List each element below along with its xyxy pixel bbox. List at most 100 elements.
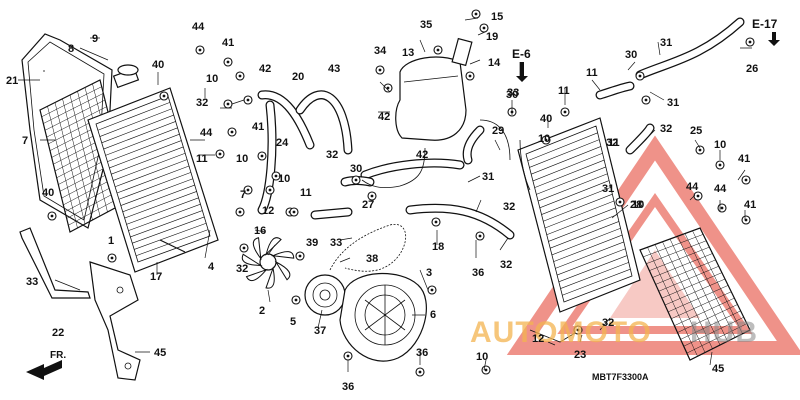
callout-8: 8	[68, 43, 74, 55]
callout-14: 14	[488, 57, 501, 69]
radiator-fin	[551, 227, 621, 256]
callout-18: 32	[503, 201, 515, 213]
callout-42: 42	[378, 111, 390, 123]
bolt-center	[50, 214, 54, 218]
bolt-center	[354, 178, 358, 182]
section-ref-label: E-17	[752, 17, 778, 31]
radiator-fin	[99, 108, 172, 137]
radiator-fin	[130, 210, 203, 238]
radiator-fin	[539, 180, 610, 209]
bolt-center	[698, 148, 702, 152]
radiator-fin	[107, 133, 180, 162]
bolt-center	[474, 12, 478, 16]
bolt-center	[238, 210, 242, 214]
callout-13: 13	[402, 47, 414, 59]
callout-labels: 15 35 19 44 9 8 21 41 40 10 42 20 43 34 …	[6, 11, 758, 393]
callout-34: 34	[374, 45, 387, 57]
callout-32: 36	[472, 267, 484, 279]
fan-shroud	[339, 273, 427, 362]
bolt-center	[238, 74, 242, 78]
reserve-tank	[395, 37, 473, 141]
direction-label: FR.	[50, 350, 66, 361]
grille-mesh-line	[647, 247, 698, 357]
callout-42: 42	[416, 149, 428, 161]
bolt-center	[292, 210, 296, 214]
fasteners	[47, 9, 755, 377]
left-radiator	[87, 64, 219, 273]
callout-41: 41	[222, 37, 234, 49]
callout-30: 11	[586, 67, 598, 79]
radiator-fin	[135, 229, 209, 257]
callout-30: 11	[300, 187, 312, 199]
grille-mesh-line	[677, 236, 728, 342]
bolt-center	[260, 154, 264, 158]
radiator-fin	[134, 222, 207, 250]
callout-42: 42	[259, 63, 271, 75]
radiator-fin	[529, 139, 600, 168]
bolt-center	[386, 86, 390, 90]
radiator-fin	[124, 191, 197, 219]
radiator-fin	[543, 193, 613, 222]
bolt-center	[218, 152, 222, 156]
grille-mesh-line	[692, 230, 743, 334]
bolt-center	[544, 138, 548, 142]
fan-blade	[271, 251, 295, 259]
bolt-center	[346, 354, 350, 358]
bolt-center	[274, 174, 278, 178]
callout-26: 31	[660, 37, 672, 49]
callout-16: 45	[154, 347, 166, 359]
radiator-fin	[103, 121, 176, 150]
callout-9: 9	[92, 33, 98, 45]
bolt-center	[110, 256, 114, 260]
callout-36: 36	[416, 347, 428, 359]
bolt-center	[418, 370, 422, 374]
grille-mesh-line	[77, 91, 108, 213]
callout-4: 18	[432, 241, 444, 253]
watermark-text: AUTOMOTO HUB	[470, 316, 757, 349]
callout-10: 10	[206, 73, 218, 85]
grille-mesh-line	[662, 241, 713, 349]
front-direction-arrow: FR.	[26, 350, 66, 380]
section-reference-e17: E-17	[752, 17, 780, 46]
callout-32: 32	[606, 137, 618, 149]
radiator-fin	[562, 268, 631, 296]
callout-15: 15	[491, 11, 503, 23]
callout-23: 12	[532, 333, 544, 345]
radiator-fin	[546, 207, 616, 236]
bolt-center	[246, 188, 250, 192]
callout-10: 44	[686, 181, 699, 193]
radiator-fin	[534, 159, 605, 188]
fan-blade	[274, 260, 291, 281]
radiator-fin	[556, 248, 626, 276]
callout-6: 37	[314, 325, 326, 337]
callout-7: 45	[712, 363, 724, 375]
callout-10: 23	[574, 349, 586, 361]
callout-36: 3	[426, 267, 432, 279]
grille-mesh-line	[669, 238, 721, 346]
radiator-fin	[122, 184, 195, 213]
bolt-center	[638, 74, 642, 78]
bolt-center	[434, 220, 438, 224]
bolt-center	[370, 194, 374, 198]
callout-32: 16	[254, 225, 266, 237]
callout-11: 10	[632, 199, 644, 211]
callout-3: 6	[430, 309, 436, 321]
radiator-fin	[544, 200, 615, 229]
radiator-stay	[19, 227, 91, 299]
callout-33: 12	[262, 205, 274, 217]
radiator-fin	[101, 114, 174, 144]
callout-43: 43	[328, 63, 340, 75]
callout-45: 10	[476, 351, 488, 363]
breather-tubes	[361, 119, 581, 343]
bolt-center	[468, 74, 472, 78]
bolt-center	[696, 194, 700, 198]
callout-39: 32	[236, 263, 248, 275]
callout-10: 40	[42, 187, 54, 199]
radiator-fin	[118, 172, 192, 200]
callout-41: 41	[252, 121, 264, 133]
radiator-fin	[114, 159, 188, 188]
bolt-center	[644, 98, 648, 102]
right-radiator	[517, 117, 641, 313]
callout-32: 31	[667, 97, 679, 109]
